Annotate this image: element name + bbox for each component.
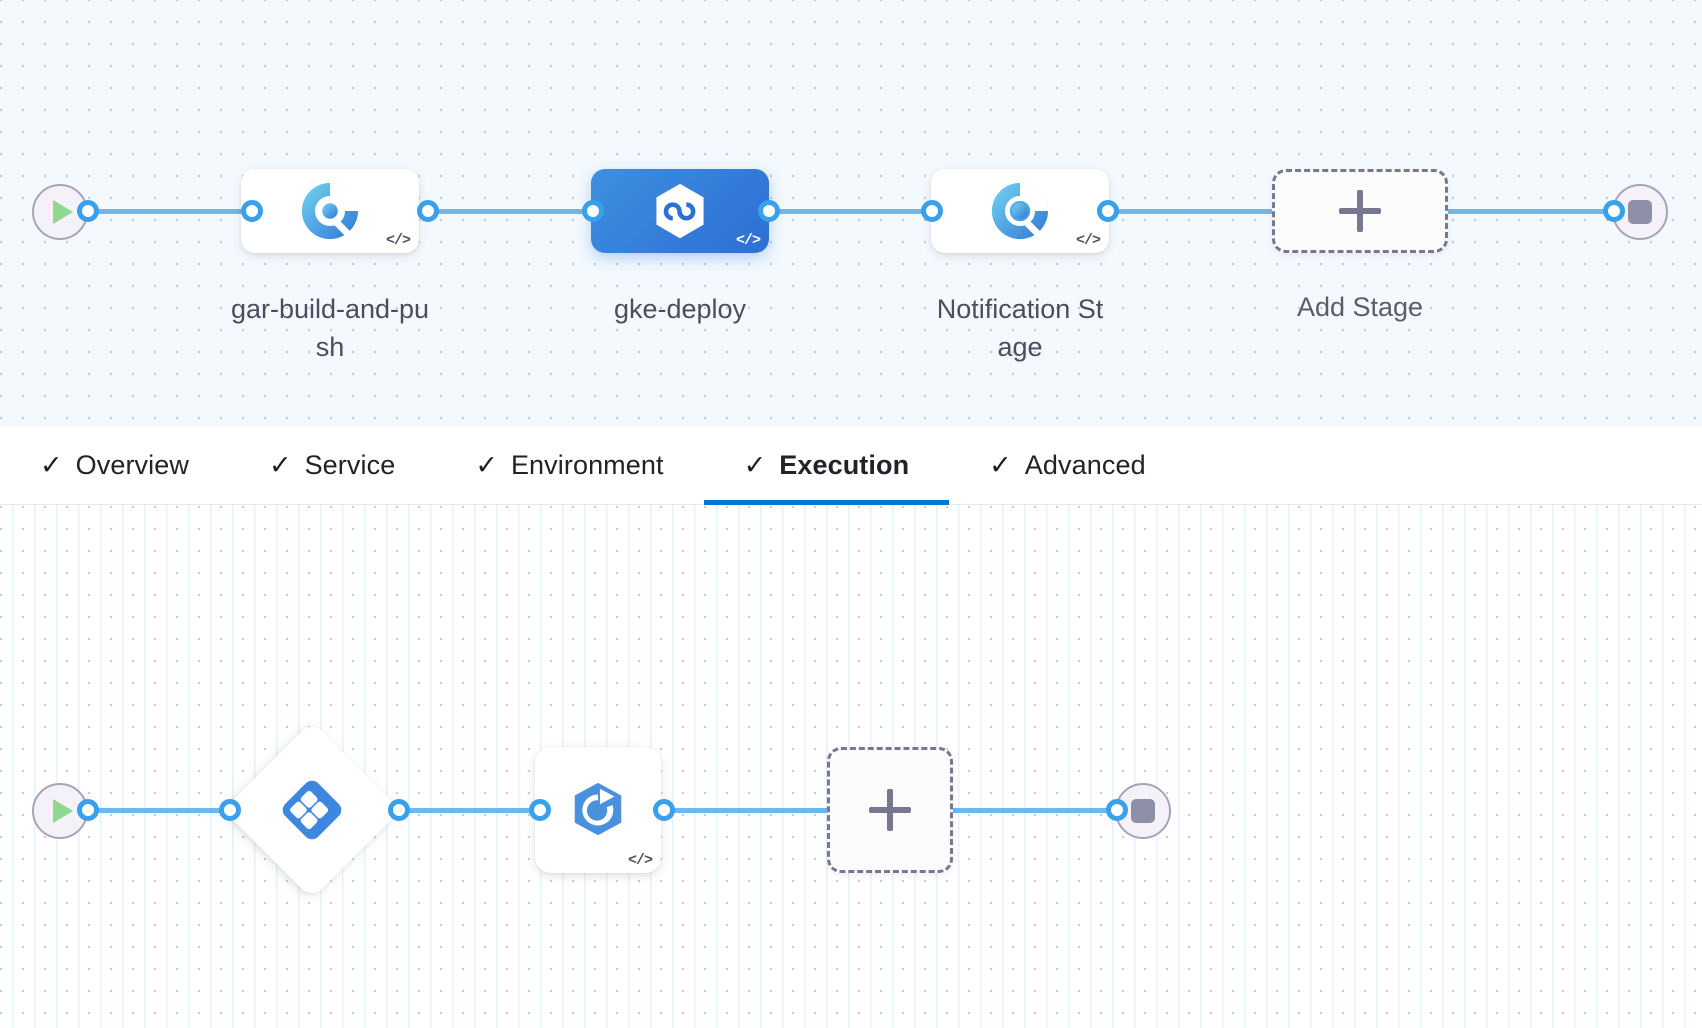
check-icon: ✓ [989,450,1012,480]
port-exec-end-in[interactable] [1106,799,1128,821]
check-icon: ✓ [475,450,498,480]
stage-node-gke-deploy[interactable]: </> [591,169,769,253]
pipeline-stage-graph-canvas[interactable]: </> gar-build-and-push </> gke-deploy [0,0,1702,426]
tab-service[interactable]: ✓ Service [268,450,396,480]
tab-execution[interactable]: ✓ Execution [703,426,950,505]
port-notification-in[interactable] [921,200,943,222]
code-badge-icon: </> [1075,232,1101,249]
stop-icon [1131,799,1155,823]
check-icon: ✓ [743,450,767,480]
tab-list: ✓ Overview ✓ Service ✓ Environment ✓ Exe… [0,426,1186,505]
port-rollout-out[interactable] [653,799,675,821]
play-icon [53,200,73,224]
ci-build-icon [991,182,1049,241]
port-start-out[interactable] [77,200,99,222]
ci-build-icon [301,182,359,241]
stage-label-notification-stage: Notification Stage [936,294,1104,363]
edge-gar-to-gke [420,209,600,214]
stage-node-notification-stage[interactable]: </> [931,169,1109,253]
harness-approval-icon-wrap [281,779,343,841]
port-exec-start-out[interactable] [77,799,99,821]
code-badge-icon: </> [735,232,761,249]
edge-notification-to-addstage [1100,209,1280,214]
stage-execution-graph-canvas[interactable]: HarnessApprov al </> Rollout Deployment … [0,505,1702,1028]
port-gar-in[interactable] [241,200,263,222]
tab-overview[interactable]: ✓ Overview [40,450,189,480]
check-icon: ✓ [268,450,292,480]
k8s-rollout-icon [574,782,622,836]
edge-start-to-gar [60,209,260,214]
plus-icon [869,789,911,831]
harness-approval-icon [282,780,342,840]
tab-advanced[interactable]: ✓ Advanced [989,450,1146,480]
port-gke-out[interactable] [758,200,780,222]
port-approval-in[interactable] [219,799,241,821]
port-notification-out[interactable] [1097,200,1119,222]
port-gke-in[interactable] [582,200,604,222]
stage-config-tabbar: ✓ Overview ✓ Service ✓ Environment ✓ Exe… [0,426,1702,505]
tab-environment[interactable]: ✓ Environment [475,450,664,480]
execution-end-node[interactable] [1115,783,1171,839]
stop-icon [1628,200,1652,224]
code-badge-icon: </> [385,232,411,249]
port-rollout-in[interactable] [529,799,551,821]
add-stage-button[interactable] [1272,169,1448,253]
play-icon [53,799,73,823]
edge-addstage-to-end [1440,209,1640,214]
stage-label-gar-build-and-push: gar-build-and-push [230,294,430,363]
stage-node-gar-build-and-push[interactable]: </> [241,169,419,253]
edge-exec-start-to-approval [60,808,240,813]
plus-icon [1339,190,1381,232]
add-step-button[interactable] [827,747,953,873]
cd-deploy-hexagon-icon [656,183,704,239]
port-approval-out[interactable] [388,799,410,821]
edge-addstep-to-exec-end [950,808,1120,813]
edge-rollout-to-addstep [655,808,835,813]
port-end-in[interactable] [1603,200,1625,222]
step-node-rollout-deployment[interactable]: </> [535,747,661,873]
edge-approval-to-rollout [390,808,540,813]
stage-label-gke-deploy: gke-deploy [613,294,747,324]
add-stage-label: Add Stage [1296,292,1424,322]
edge-gke-to-notification [760,209,940,214]
check-icon: ✓ [40,450,63,480]
port-gar-out[interactable] [417,200,439,222]
code-badge-icon: </> [627,852,653,869]
